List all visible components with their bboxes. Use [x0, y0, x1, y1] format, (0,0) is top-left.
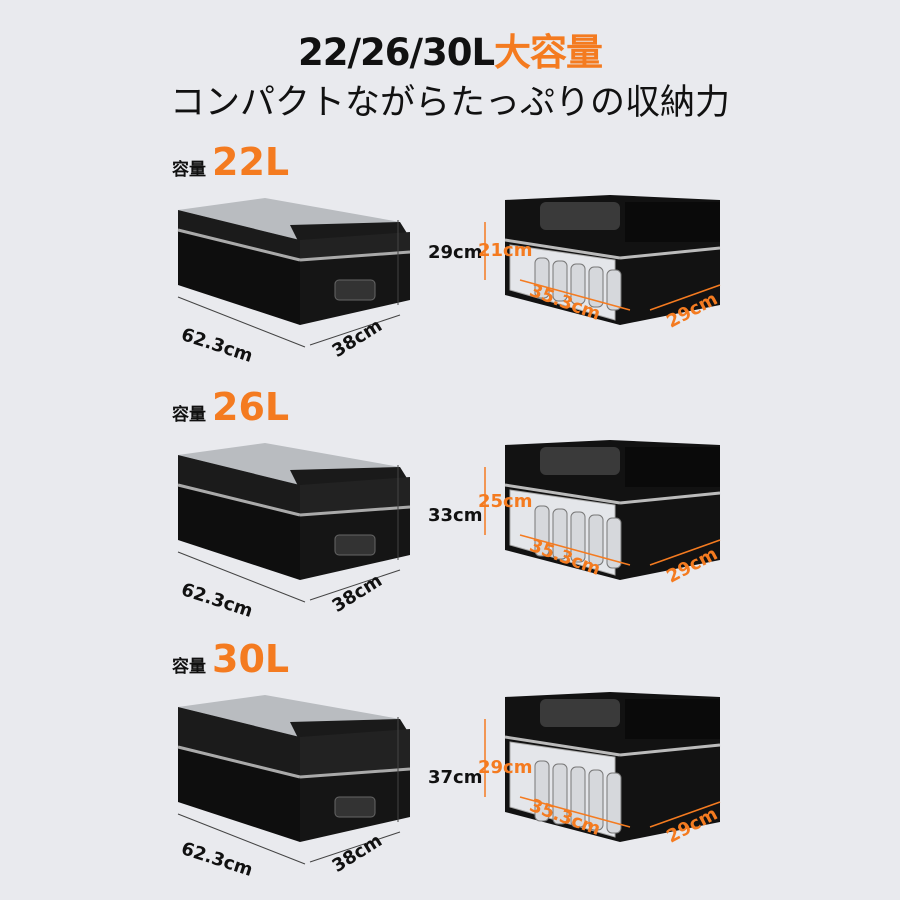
cooler-cutaway [484, 440, 721, 580]
inner-depth-arrow [649, 539, 721, 566]
cooler-outer [177, 198, 411, 348]
cooler-outer [177, 443, 411, 603]
can [588, 514, 604, 566]
cooler-illustration [177, 440, 721, 603]
length-arrow [177, 296, 306, 348]
can [588, 769, 604, 831]
depth-arrow [309, 831, 401, 863]
capacity-value: 30L [212, 637, 290, 681]
can [606, 772, 622, 834]
capacity-heading: 容量 30L [172, 637, 289, 681]
cooler-illustration [177, 692, 721, 865]
inner-depth-arrow [649, 801, 721, 828]
can [606, 269, 622, 311]
capacity-label: 容量 [172, 405, 206, 425]
cooler-cutaway [484, 195, 721, 325]
inner-height: 21cm [478, 240, 533, 261]
title-sizes: 22/26/30L [297, 31, 495, 74]
can [552, 260, 568, 302]
cooler-cutaway [484, 692, 721, 842]
can [534, 257, 550, 299]
can [534, 505, 550, 557]
subtitle: コンパクトながらたっぷりの収納力 [169, 83, 730, 123]
depth-arrow [309, 569, 401, 601]
capacity-label: 容量 [172, 160, 206, 180]
cooler-illustration [177, 195, 721, 348]
inner-length-arrow [519, 279, 631, 311]
inner-depth-arrow [649, 284, 721, 311]
depth-arrow [309, 314, 401, 346]
inner-length-arrow [519, 534, 631, 566]
length-arrow [177, 813, 306, 865]
inner-height: 25cm [478, 491, 533, 512]
outer-height: 37cm [428, 767, 483, 788]
page-title: 22/26/30L大容量 [0, 22, 900, 76]
can [534, 760, 550, 822]
capacity-value: 26L [212, 385, 290, 429]
capacity-value: 22L [212, 140, 290, 184]
capacity-heading: 容量 26L [172, 385, 289, 429]
can [606, 517, 622, 569]
title-accent: 大容量 [494, 31, 603, 74]
cooler-outer [177, 695, 411, 865]
can [570, 263, 586, 305]
outer-height: 29cm [428, 242, 483, 263]
length-arrow [177, 551, 306, 603]
capacity-label: 容量 [172, 657, 206, 677]
inner-height: 29cm [478, 757, 533, 778]
inner-length-arrow [519, 796, 631, 828]
can [588, 266, 604, 308]
capacity-heading: 容量 22L [172, 140, 289, 184]
outer-height: 33cm [428, 505, 483, 526]
